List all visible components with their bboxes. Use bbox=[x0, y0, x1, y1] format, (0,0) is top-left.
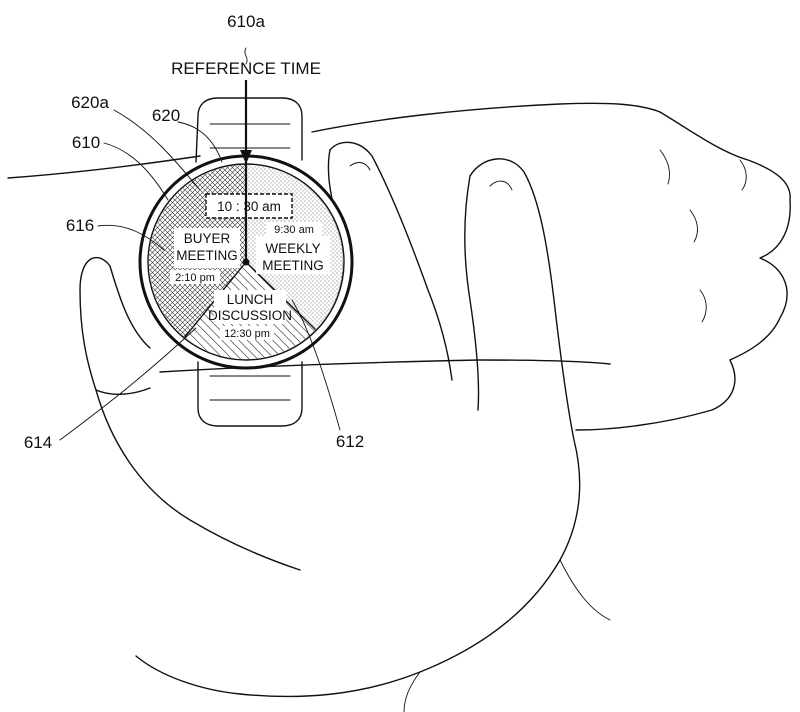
lunch-time: 12:30 pm bbox=[224, 328, 270, 340]
weekly-time: 9:30 am bbox=[274, 224, 314, 236]
ref-610: 610 bbox=[72, 133, 100, 152]
lunch-title-2: DISCUSSION bbox=[208, 308, 292, 323]
buyer-time: 2:10 pm bbox=[175, 272, 215, 284]
current-time: 10 : 30 am bbox=[217, 199, 281, 214]
lunch-title-1: LUNCH bbox=[227, 292, 274, 307]
leader-lines bbox=[59, 47, 341, 441]
buyer-title-1: BUYER bbox=[184, 231, 231, 246]
weekly-title-1: WEEKLY bbox=[265, 241, 320, 256]
ref-620: 620 bbox=[152, 106, 180, 125]
ref-612: 612 bbox=[336, 432, 364, 451]
ref-620a: 620a bbox=[71, 93, 109, 112]
current-time-box bbox=[205, 193, 293, 219]
reference-time-label: REFERENCE TIME bbox=[171, 59, 321, 78]
hand-outline bbox=[79, 141, 611, 712]
weekly-title-2: MEETING bbox=[262, 258, 324, 273]
buyer-title-2: MEETING bbox=[176, 248, 238, 263]
watch-strap bbox=[195, 97, 303, 427]
ref-616: 616 bbox=[66, 216, 94, 235]
ref-614: 614 bbox=[24, 433, 52, 452]
watch-face-text: 10 : 30 am 9:30 am WEEKLY MEETING LUNCH … bbox=[175, 199, 324, 340]
reference-time-indicator bbox=[240, 80, 252, 266]
ref-610a: 610a bbox=[227, 12, 265, 31]
reference-numerals: 610a REFERENCE TIME 620a 620 610 616 614… bbox=[24, 12, 364, 452]
label-backgrounds bbox=[170, 222, 330, 340]
